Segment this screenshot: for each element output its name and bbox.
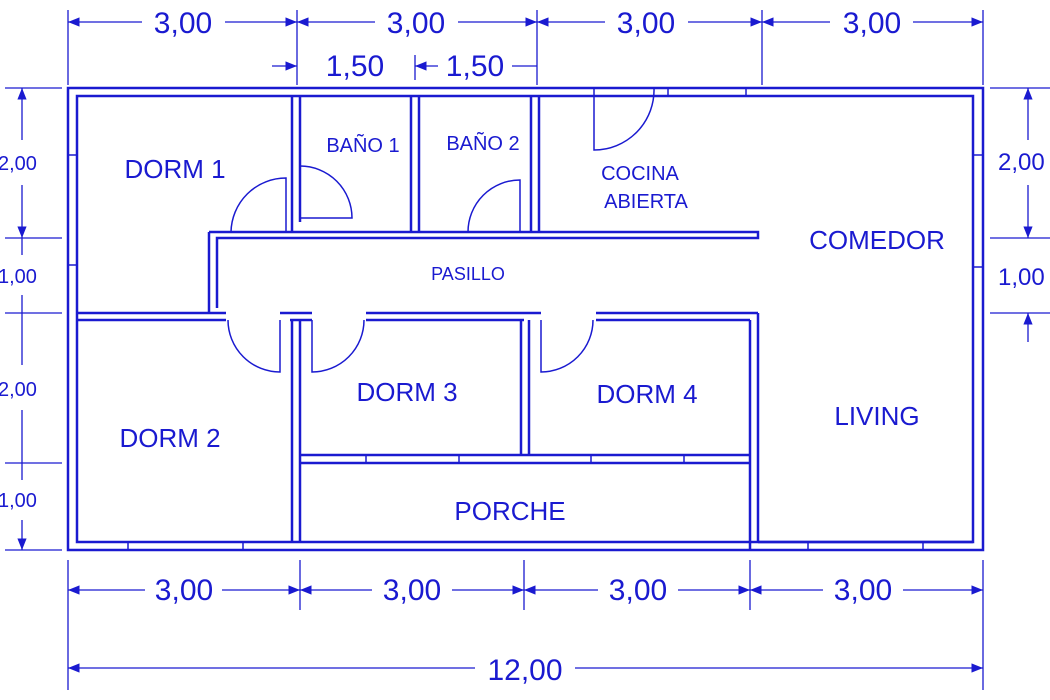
room-labels: DORM 1 BAÑO 1 BAÑO 2 COCINA ABIERTA COME…	[119, 131, 944, 526]
doors	[227, 87, 655, 373]
dim-left-3: 2,00	[0, 379, 37, 401]
dim-bottom-3: 3,00	[609, 574, 667, 607]
room-dorm1: DORM 1	[124, 154, 225, 184]
dim-total: 12,00	[487, 654, 562, 687]
room-comedor: COMEDOR	[809, 225, 945, 255]
walls	[66, 86, 985, 552]
room-living: LIVING	[834, 401, 919, 431]
dim-top-sub-2: 1,50	[446, 50, 504, 83]
dim-top-sub-1: 1,50	[326, 50, 384, 83]
dim-left-2: 1,00	[0, 266, 37, 288]
room-bano1: BAÑO 1	[326, 133, 399, 157]
room-pasillo: PASILLO	[431, 264, 505, 284]
room-dorm3: DORM 3	[356, 377, 457, 407]
room-dorm4: DORM 4	[596, 379, 697, 409]
dim-left-4: 1,00	[0, 490, 37, 512]
dim-top-2: 3,00	[387, 7, 445, 40]
dim-top-1: 3,00	[154, 7, 212, 40]
room-dorm2: DORM 2	[119, 423, 220, 453]
dim-bottom-1: 3,00	[155, 574, 213, 607]
dim-left-1: 2,00	[0, 153, 37, 175]
dim-right-2: 1,00	[998, 264, 1045, 291]
dim-bottom-2: 3,00	[383, 574, 441, 607]
dim-top-4: 3,00	[843, 7, 901, 40]
dimension-top: 3,00 3,00 3,00 3,00 1,50 1,50	[67, 7, 984, 85]
dim-right-1: 2,00	[998, 149, 1045, 176]
room-cocina-line2: ABIERTA	[604, 191, 688, 213]
dimension-right: 2,00 1,00	[990, 87, 1050, 342]
dim-top-3: 3,00	[617, 7, 675, 40]
room-bano2: BAÑO 2	[446, 131, 519, 155]
room-cocina-line1: COCINA	[601, 163, 679, 185]
room-porche: PORCHE	[454, 496, 565, 526]
dimension-left: 2,00 1,00 2,00 1,00	[0, 87, 62, 551]
dim-bottom-4: 3,00	[834, 574, 892, 607]
dimension-bottom: 3,00 3,00 3,00 3,00 12,00	[67, 560, 984, 690]
